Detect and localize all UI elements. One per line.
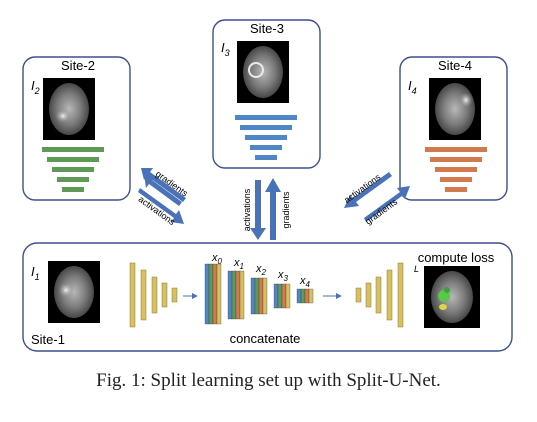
feature-stack-0-strip-0	[204, 263, 210, 325]
site-3-mri-image	[237, 41, 289, 103]
site-2-image-label: I2	[31, 78, 40, 96]
feature-stack-4-strip-2	[304, 288, 310, 304]
site-3-label: Site-3	[250, 21, 284, 36]
segmentation-output-image	[424, 266, 480, 328]
site-3-encoder-bars	[235, 115, 297, 160]
feature-stack-1-strip-1	[231, 270, 237, 320]
feature-stack-3-strip-3	[285, 283, 291, 309]
site-1-label: Site-1	[31, 332, 65, 347]
site-3-activations-arrow-shape	[250, 180, 266, 240]
feature-label-x1: x1	[233, 257, 244, 271]
loss-symbol: L	[414, 264, 419, 274]
figure-caption: Fig. 1: Split learning set up with Split…	[96, 370, 441, 391]
feature-label-x3: x3	[277, 269, 289, 283]
feature-stack-0-strip-3	[216, 263, 222, 325]
site-4-image-label: I4	[408, 78, 417, 96]
site-1-image-label: I1	[31, 264, 40, 282]
site-3-gradients-arrow-shape	[265, 178, 281, 240]
site-2-label: Site-2	[61, 58, 95, 73]
feature-stack-0-strip-1	[208, 263, 214, 325]
site-2-box: Site-2 I2	[22, 56, 131, 201]
compute-loss-label: compute loss	[418, 250, 495, 265]
feature-stack-3-strip-2	[281, 283, 287, 309]
site-4-encoder-bars	[425, 147, 487, 192]
site-3-gradients-text: gradients	[281, 191, 291, 229]
site-4-label: Site-4	[438, 58, 472, 73]
site-2-arrows: gradients activations	[137, 168, 190, 227]
feature-label-x4: x4	[299, 275, 311, 289]
feature-stack-4-strip-0	[296, 288, 302, 304]
site-2-activations-arrow-shape	[138, 188, 184, 224]
site-4-gradients-text: gradients	[363, 196, 399, 226]
feature-stack-4-strip-3	[308, 288, 314, 304]
site-1-box: I1 Site-1 x0 x1 x2 x3 x4 concatenate	[22, 242, 513, 352]
site-4-box: Site-4 I4	[399, 56, 508, 201]
feature-stack-1-strip-2	[235, 270, 241, 320]
site-1-encoder-bars	[129, 262, 178, 328]
feature-stack-2-strip-2	[258, 277, 264, 315]
concatenated-feature-stacks	[204, 263, 314, 325]
site-4-activations-arrow-shape	[344, 172, 392, 208]
feature-stack-2-strip-1	[254, 277, 260, 315]
feature-stack-2-strip-0	[250, 277, 256, 315]
site-3-arrows: activations gradients	[242, 178, 291, 240]
site-1-mri-image	[48, 261, 100, 323]
split-learning-diagram: Site-2 I2 Site-3 I3	[22, 19, 513, 352]
feature-stack-4-strip-1	[300, 288, 306, 304]
site-1-decoder-bars	[355, 262, 404, 328]
site-3-image-label: I3	[221, 40, 230, 58]
site-4-activations-text: activations	[342, 172, 383, 205]
site-2-gradients-arrow-shape	[141, 168, 186, 202]
site-2-encoder-bars	[42, 147, 104, 192]
feature-label-x0: x0	[211, 252, 223, 266]
feature-stack-0-strip-2	[212, 263, 218, 325]
feature-label-x2: x2	[255, 263, 267, 277]
feature-stack-2-strip-3	[262, 277, 268, 315]
site-3-activations-text: activations	[242, 188, 252, 231]
feature-stack-1-strip-0	[227, 270, 233, 320]
site-4-gradients-arrow-shape	[364, 186, 410, 222]
site-4-mri-image	[429, 78, 481, 140]
feature-stack-3-strip-1	[277, 283, 283, 309]
feature-stack-1-strip-3	[239, 270, 245, 320]
site-2-mri-image	[43, 78, 95, 140]
site-3-box: Site-3 I3	[212, 19, 321, 169]
feature-stack-3-strip-0	[273, 283, 279, 309]
concatenate-label: concatenate	[230, 331, 301, 346]
